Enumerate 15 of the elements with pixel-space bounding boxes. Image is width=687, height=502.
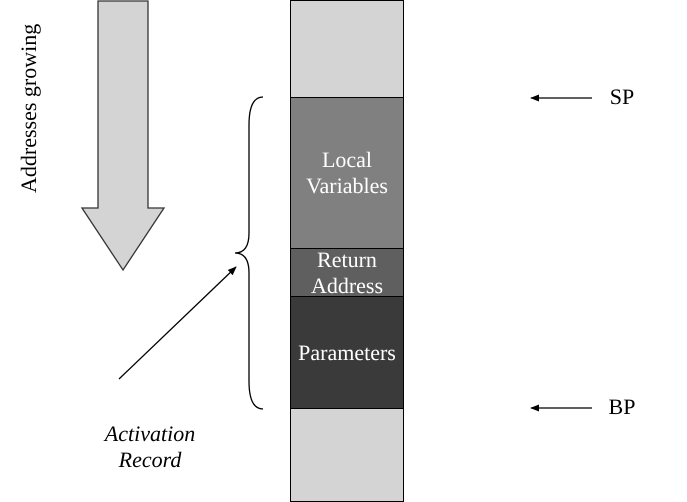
stack-block (290, 0, 404, 98)
arrow (530, 94, 592, 102)
caption-text: Activation Record (95, 405, 205, 489)
pointer-label: BP (604, 393, 640, 421)
stack-block (290, 408, 404, 502)
arrow (530, 404, 592, 412)
stack-frame-block (290, 97, 404, 249)
block-label: Local Variables (305, 147, 389, 199)
rotated-label: Addresses growing (15, 22, 42, 195)
block-label: Return Address (310, 246, 384, 298)
stack-frame-block (290, 248, 404, 297)
arrow (118, 266, 237, 380)
block-label: Parameters (298, 340, 396, 366)
pointer-label: SP (604, 83, 640, 111)
stack-frame-block (290, 296, 404, 409)
